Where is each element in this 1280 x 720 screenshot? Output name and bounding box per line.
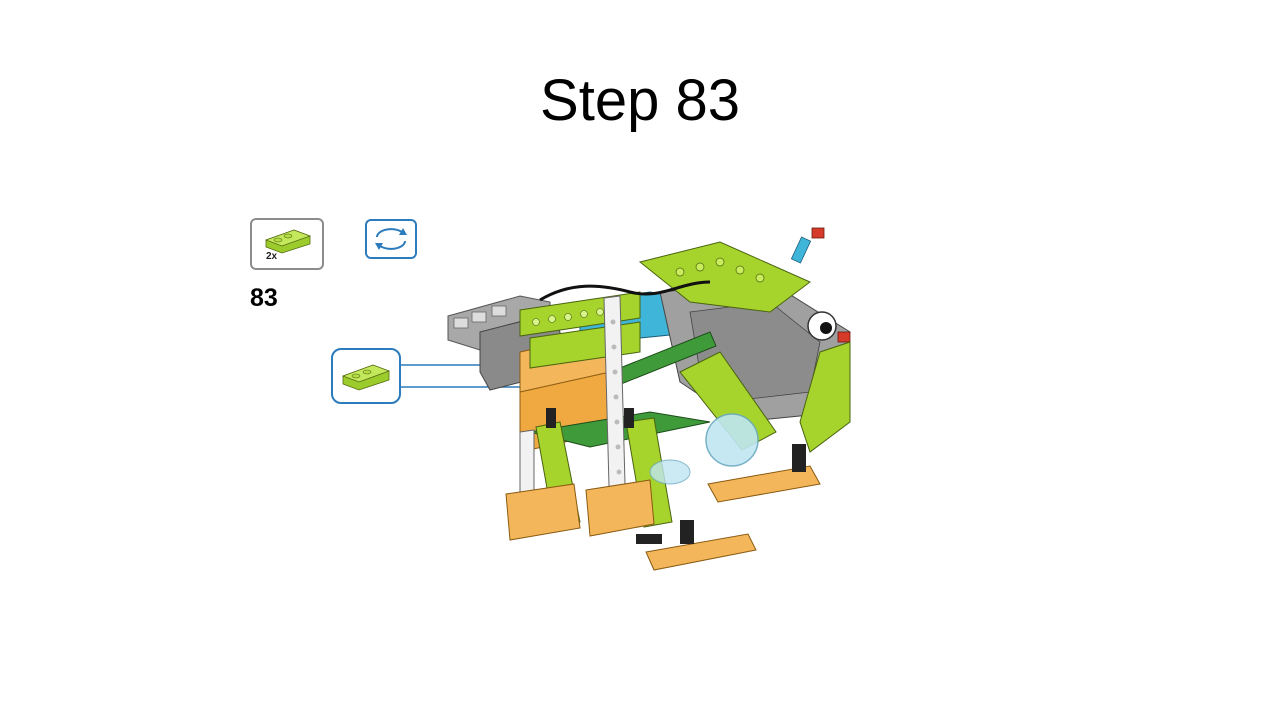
rotate-model-box bbox=[365, 219, 417, 259]
parts-quantity: 2x bbox=[266, 251, 278, 262]
lime-inverted-slope-brick-icon bbox=[264, 229, 312, 254]
rotate-model-icon bbox=[375, 228, 407, 250]
parts-list-box: 2x bbox=[250, 218, 324, 270]
lego-robot-model-icon bbox=[447, 227, 851, 571]
slide-title: Step 83 bbox=[540, 68, 740, 133]
part-callout-box bbox=[331, 348, 401, 404]
step-number: 83 bbox=[250, 284, 278, 312]
lime-inverted-slope-brick-icon bbox=[341, 364, 391, 391]
